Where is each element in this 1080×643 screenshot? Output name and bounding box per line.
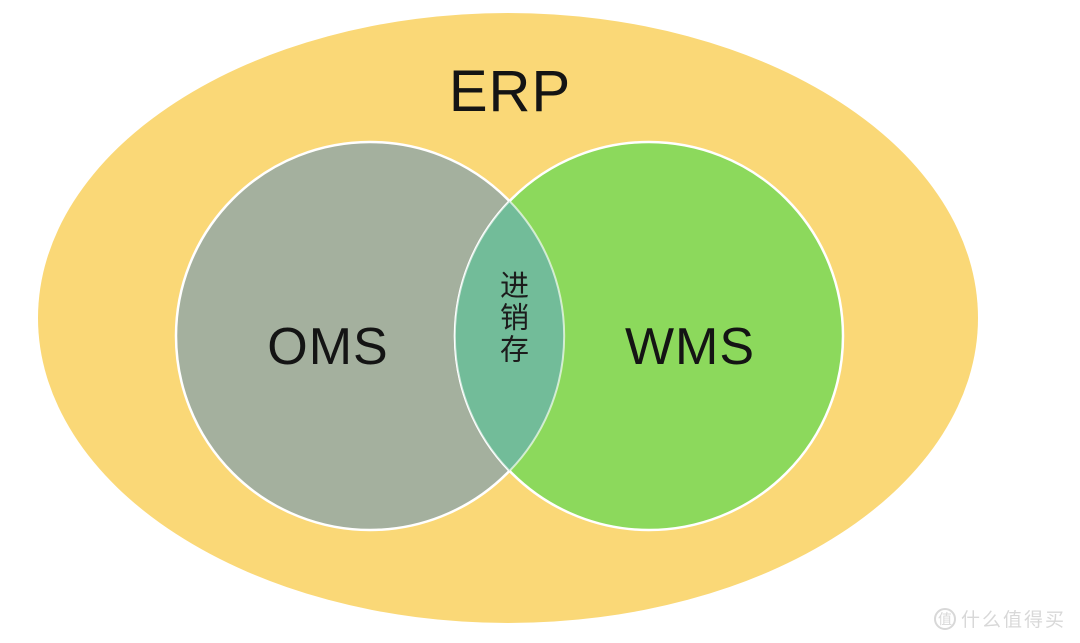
watermark-text: 什么值得买 xyxy=(960,610,1066,631)
intersection-lens xyxy=(453,199,566,473)
wms-label: WMS xyxy=(624,318,756,376)
erp-label: ERP xyxy=(448,59,572,124)
oms-label: OMS xyxy=(267,318,389,376)
watermark: 值 什么值得买 xyxy=(933,605,1066,632)
smzdm-logo-icon: 值 xyxy=(933,607,956,630)
intersection-label: 进销存 xyxy=(495,270,528,366)
